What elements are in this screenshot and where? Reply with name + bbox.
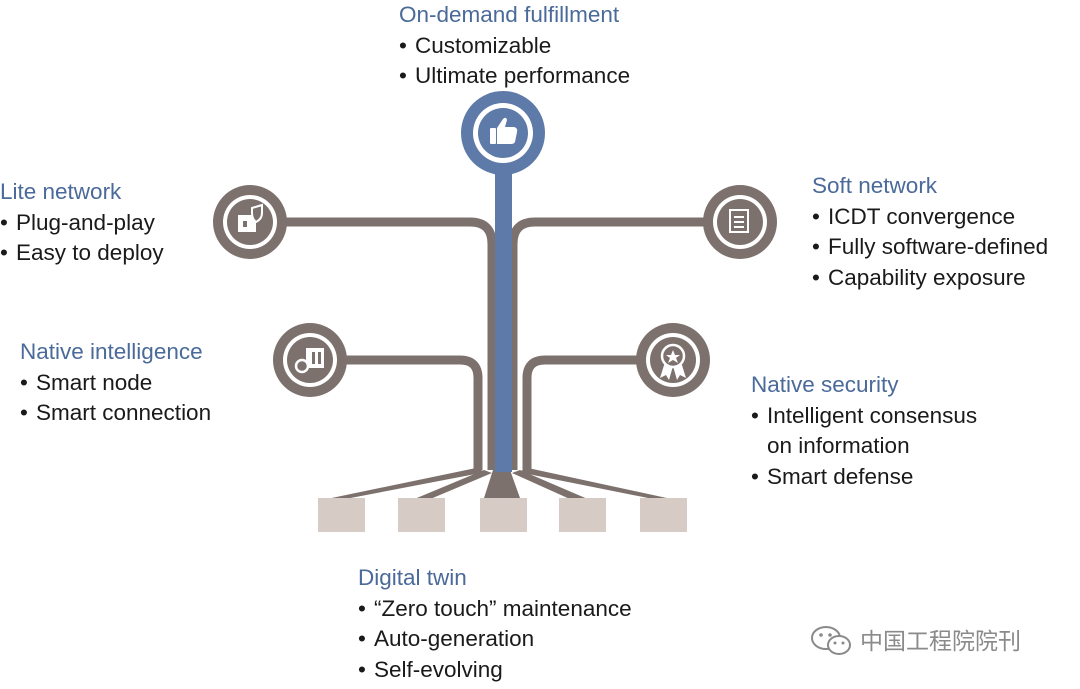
root-block-5 (640, 498, 687, 532)
branch-line-soft (508, 217, 740, 470)
lite-node (213, 185, 287, 259)
security-title: Native security (751, 372, 899, 397)
box-shield-icon (238, 203, 263, 232)
branch-line-intelligence (310, 355, 483, 470)
lite-label-block: Lite network •Plug-and-play •Easy to dep… (0, 177, 164, 269)
intelligence-title: Native intelligence (20, 339, 203, 364)
wechat-icon (811, 626, 851, 655)
root-block-3 (480, 498, 527, 532)
twin-title: Digital twin (358, 565, 467, 590)
branch-line-security (522, 355, 665, 470)
security-item-continuation: on information (767, 433, 910, 459)
security-label-block: Native security •Intelligent consensus o… (751, 370, 977, 492)
document-box-icon (729, 209, 749, 233)
root-block-1 (318, 498, 365, 532)
center-title: On-demand fulfillment (399, 2, 620, 27)
twin-item: •Self-evolving (358, 656, 503, 682)
node-gear-icon (294, 348, 324, 374)
watermark-text: 中国工程院院刊 (860, 628, 1021, 654)
root-blocks (318, 498, 687, 532)
trunk (495, 140, 512, 472)
twin-item: •Auto-generation (358, 626, 535, 652)
twin-item: •“Zero touch” maintenance (358, 595, 632, 621)
soft-node (703, 185, 777, 259)
center-item: •Customizable (399, 32, 552, 58)
root-strand-3 (484, 470, 520, 498)
security-item: •Intelligent consensus (751, 402, 978, 428)
soft-title: Soft network (812, 173, 938, 198)
root-strand-4 (512, 470, 590, 500)
security-item: •Smart defense (751, 463, 914, 489)
root-strand-5 (518, 468, 676, 500)
root-strand-2 (412, 470, 492, 500)
security-node (636, 323, 710, 397)
center-item: •Ultimate performance (399, 63, 631, 89)
center-label-block: On-demand fulfillment •Customizable •Ult… (399, 0, 630, 92)
soft-item: •Fully software-defined (812, 234, 1049, 260)
watermark: 中国工程院院刊 (808, 623, 1058, 659)
root-block-4 (559, 498, 606, 532)
lite-item: •Plug-and-play (0, 209, 155, 235)
lite-title: Lite network (0, 179, 122, 204)
lite-item: •Easy to deploy (0, 240, 164, 266)
center-node (461, 91, 545, 175)
soft-item: •ICDT convergence (812, 203, 1016, 229)
intelligence-item: •Smart connection (20, 400, 212, 426)
intelligence-item: •Smart node (20, 369, 153, 395)
root-block-2 (398, 498, 445, 532)
badge-ribbon-icon (660, 343, 686, 380)
intelligence-node (273, 323, 347, 397)
intelligence-label-block: Native intelligence •Smart node •Smart c… (20, 337, 211, 429)
root-strand-1 (322, 468, 486, 500)
soft-item: •Capability exposure (812, 264, 1026, 290)
branch-line-lite (250, 217, 497, 470)
twin-label-block: Digital twin •“Zero touch” maintenance •… (358, 563, 632, 685)
hand-thumbs-up-icon (490, 117, 518, 144)
soft-label-block: Soft network •ICDT convergence •Fully so… (812, 171, 1048, 293)
root-fan (322, 468, 676, 500)
